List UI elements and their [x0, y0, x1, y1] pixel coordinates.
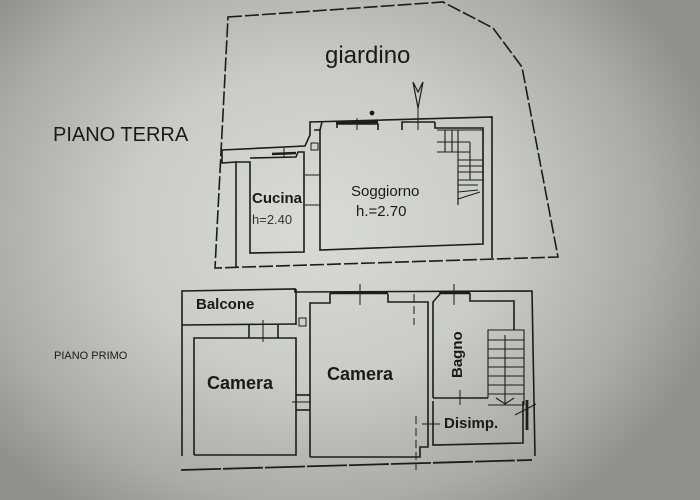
- room-height-soggiorno: h.=2.70: [356, 203, 407, 220]
- room-label-camera-left: Camera: [207, 373, 274, 393]
- garden-boundary: [214, 1, 559, 269]
- floor-title-first: PIANO PRIMO: [54, 350, 128, 362]
- room-height-cucina: h=2.40: [252, 212, 293, 227]
- room-label-bagno: Bagno: [449, 331, 466, 378]
- room-label-camera-middle: Camera: [327, 364, 394, 384]
- floor-title-ground: PIANO TERRA: [53, 124, 189, 146]
- room-label-cucina: Cucina: [252, 190, 303, 207]
- garden-label: giardino: [325, 42, 411, 69]
- first-floor-walls: [180, 284, 537, 471]
- ground-floor-stairs: [437, 129, 484, 205]
- ground-floor-walls: [221, 81, 493, 268]
- room-label-balcone: Balcone: [196, 296, 255, 313]
- room-label-disimpegno: Disimp.: [444, 415, 499, 432]
- room-label-soggiorno: Soggiorno: [351, 183, 420, 200]
